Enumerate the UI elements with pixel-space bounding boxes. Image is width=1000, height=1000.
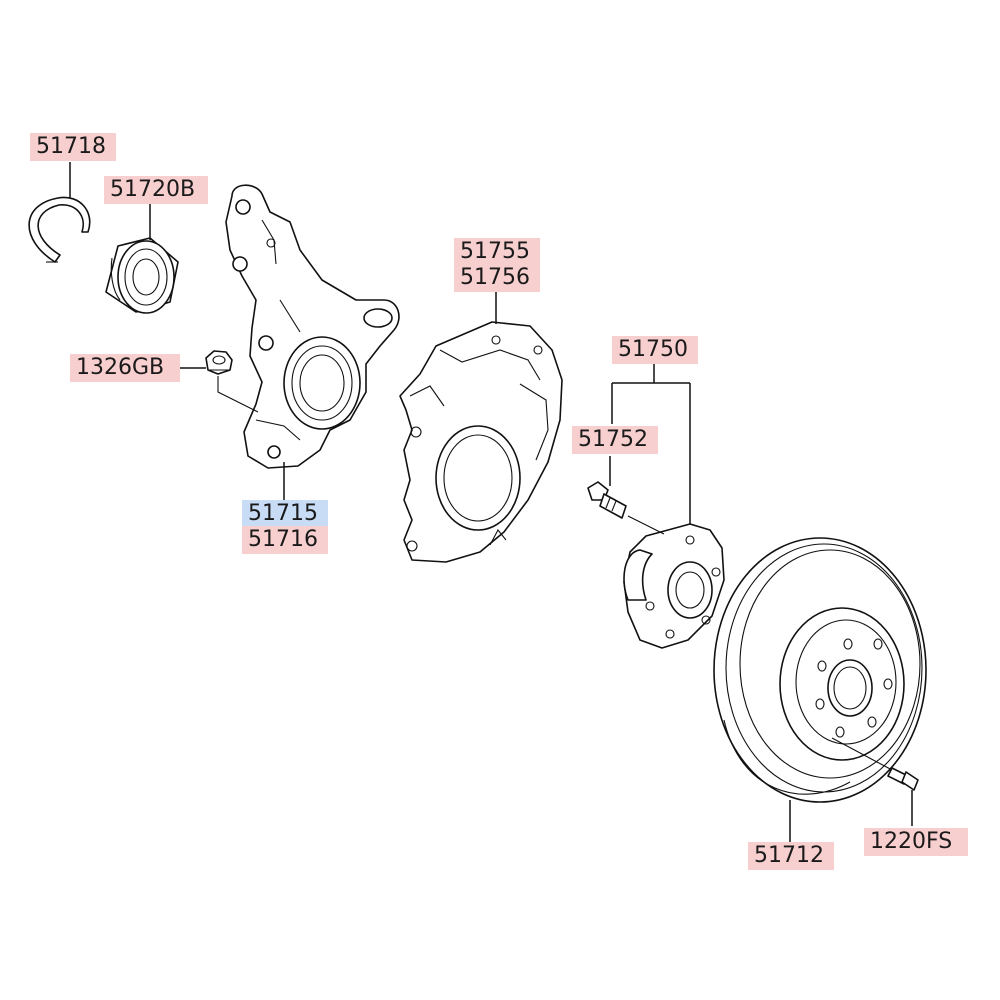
label-51752[interactable]: 51752 (572, 426, 658, 454)
wheel-hub[interactable] (623, 523, 725, 649)
label-51750[interactable]: 51750 (612, 336, 698, 364)
label-51716[interactable]: 51716 (242, 526, 328, 554)
flange-nut[interactable] (205, 350, 233, 375)
wheel-bearing[interactable] (105, 237, 179, 314)
steering-knuckle[interactable] (225, 184, 400, 469)
disc-screw[interactable] (887, 767, 919, 791)
label-1220fs[interactable]: 1220FS (864, 828, 968, 856)
label-51755[interactable]: 51755 (454, 238, 540, 266)
label-51756[interactable]: 51756 (454, 264, 540, 292)
label-51720b[interactable]: 51720B (104, 176, 208, 204)
brake-disc[interactable] (713, 537, 927, 803)
snap-ring[interactable] (28, 196, 91, 263)
leader-line-nut-to-knuckle (217, 376, 259, 413)
dust-cover[interactable] (399, 321, 563, 563)
label-1326gb[interactable]: 1326GB (70, 354, 180, 382)
leader-line-screw-to-disc (831, 737, 893, 771)
label-51712[interactable]: 51712 (748, 842, 834, 870)
label-51715[interactable]: 51715 (242, 500, 328, 528)
hub-bolt[interactable] (587, 481, 627, 519)
label-51718[interactable]: 51718 (30, 133, 116, 161)
leader-line-bolt-to-hub (627, 515, 665, 535)
